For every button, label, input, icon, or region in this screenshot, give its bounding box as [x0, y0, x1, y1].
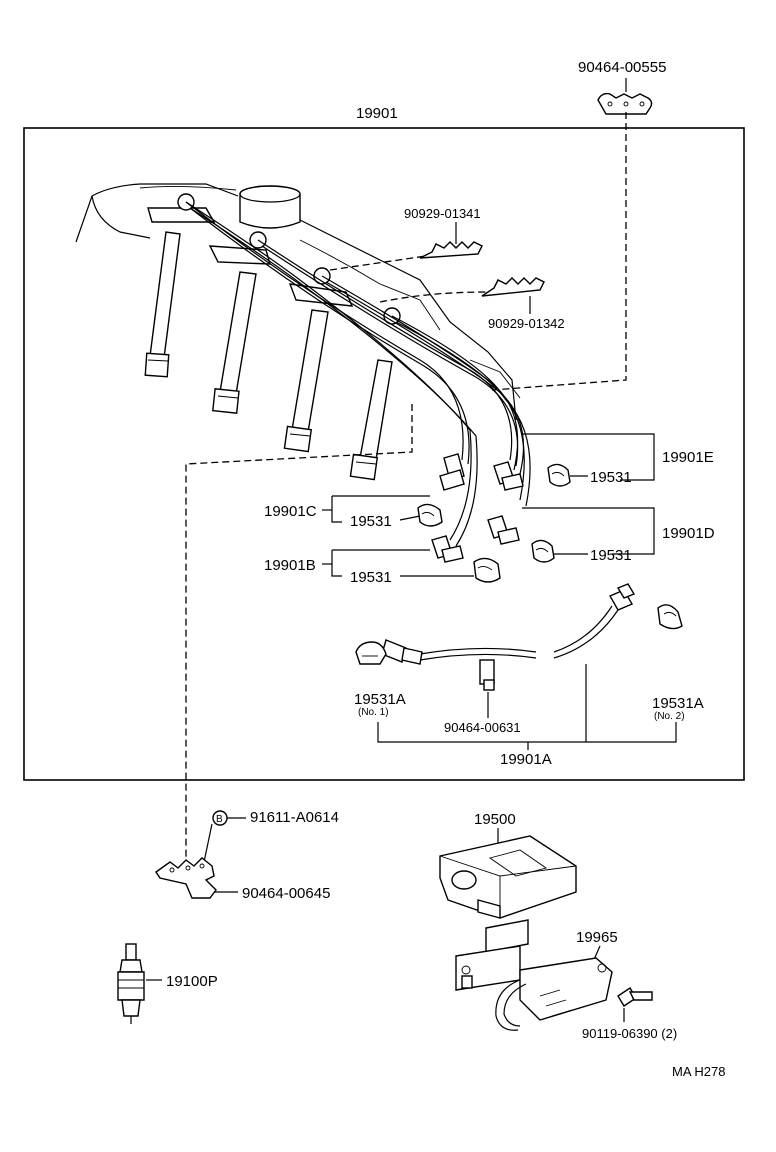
- label-spark-plug: 19100P: [166, 973, 218, 990]
- label-boot-c: 19531: [350, 513, 392, 530]
- clamp-top-part: [597, 92, 653, 115]
- label-boot-e: 19531: [590, 469, 632, 486]
- cord-a-part: [381, 583, 636, 665]
- spark-plug-part: [117, 943, 145, 1024]
- label-bolt: 91611-A0614: [250, 809, 339, 826]
- label-clamp-b: 90929-01342: [488, 316, 565, 331]
- clamp-a-part: [419, 241, 483, 259]
- label-clamp-top: 90464-00555: [578, 59, 666, 76]
- boot-a2-part: [657, 604, 683, 630]
- label-boot-a2: 19531A: [652, 695, 704, 712]
- plug-tubes: [144, 231, 393, 481]
- screw-part: [617, 987, 653, 1007]
- label-clamp-a: 90929-01341: [404, 206, 481, 221]
- label-boot-a1-note: (No. 1): [358, 707, 389, 718]
- label-cord-e: 19901E: [662, 449, 714, 466]
- figure-code: MA H278: [672, 1064, 725, 1079]
- label-screw: 90119-06390 (2): [582, 1026, 677, 1041]
- label-coil: 19500: [474, 811, 516, 828]
- assembly-frame: [23, 127, 745, 781]
- boot-c-part: [417, 503, 443, 527]
- label-cord-c: 19901C: [264, 503, 317, 520]
- bolt-marker: B: [216, 814, 223, 825]
- ignition-cords: [185, 201, 531, 547]
- boot-b-part: [473, 557, 501, 583]
- label-bracket: 19965: [576, 929, 618, 946]
- clamp-b-part: [481, 277, 545, 297]
- label-cord-d: 19901D: [662, 525, 715, 542]
- label-boot-a1: 19531A: [354, 691, 406, 708]
- coil-part: [439, 835, 577, 919]
- bracket-part: [455, 919, 613, 1031]
- clamp-cord-a-part: [479, 659, 495, 691]
- engine-outline: [75, 183, 521, 421]
- boot-e-part: [547, 463, 571, 487]
- label-boot-a2-note: (No. 2): [654, 711, 685, 722]
- label-cord-b: 19901B: [264, 557, 316, 574]
- boot-d-part: [531, 539, 555, 563]
- label-clamp-plug: 90464-00645: [242, 885, 330, 902]
- label-clamp-cord-a: 90464-00631: [444, 720, 521, 735]
- cord-connectors: [431, 453, 524, 563]
- clamp-plug-part: [155, 857, 217, 899]
- label-boot-d: 19531: [590, 547, 632, 564]
- label-cord-a: 19901A: [500, 751, 552, 768]
- boot-a1-part: [355, 641, 387, 665]
- label-boot-b: 19531: [350, 569, 392, 586]
- label-assembly: 19901: [356, 105, 398, 122]
